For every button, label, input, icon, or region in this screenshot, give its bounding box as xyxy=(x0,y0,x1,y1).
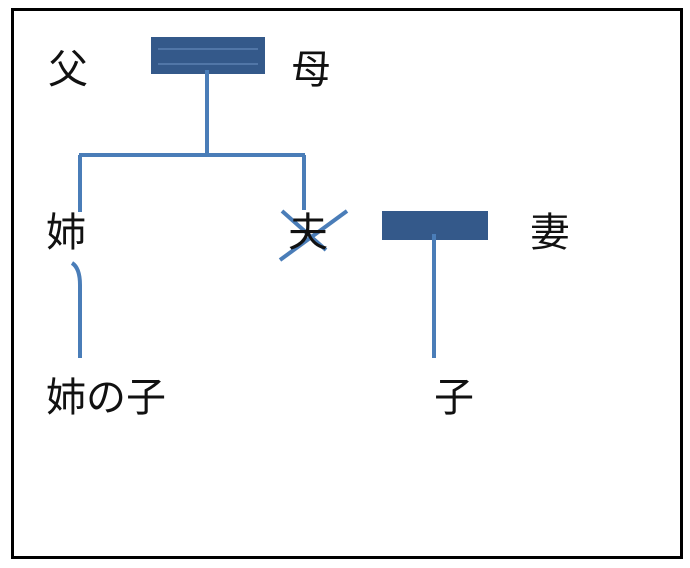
node-father: 父 xyxy=(48,47,88,93)
deceased-cross-stroke-2 xyxy=(278,209,349,262)
diagram-frame xyxy=(11,8,683,559)
node-mother: 母 xyxy=(291,47,331,93)
node-husband: 夫 xyxy=(288,210,328,256)
marriage-bar-parents xyxy=(151,37,265,74)
deceased-cross-stroke-1 xyxy=(280,209,328,252)
node-wife: 妻 xyxy=(530,210,570,256)
node-sisters-child: 姉の子 xyxy=(46,375,166,421)
node-sister: 姉 xyxy=(46,210,86,256)
sister-curve-line xyxy=(70,261,82,286)
marriage-bar-parents-rect xyxy=(151,37,265,74)
node-child: 子 xyxy=(434,375,474,421)
